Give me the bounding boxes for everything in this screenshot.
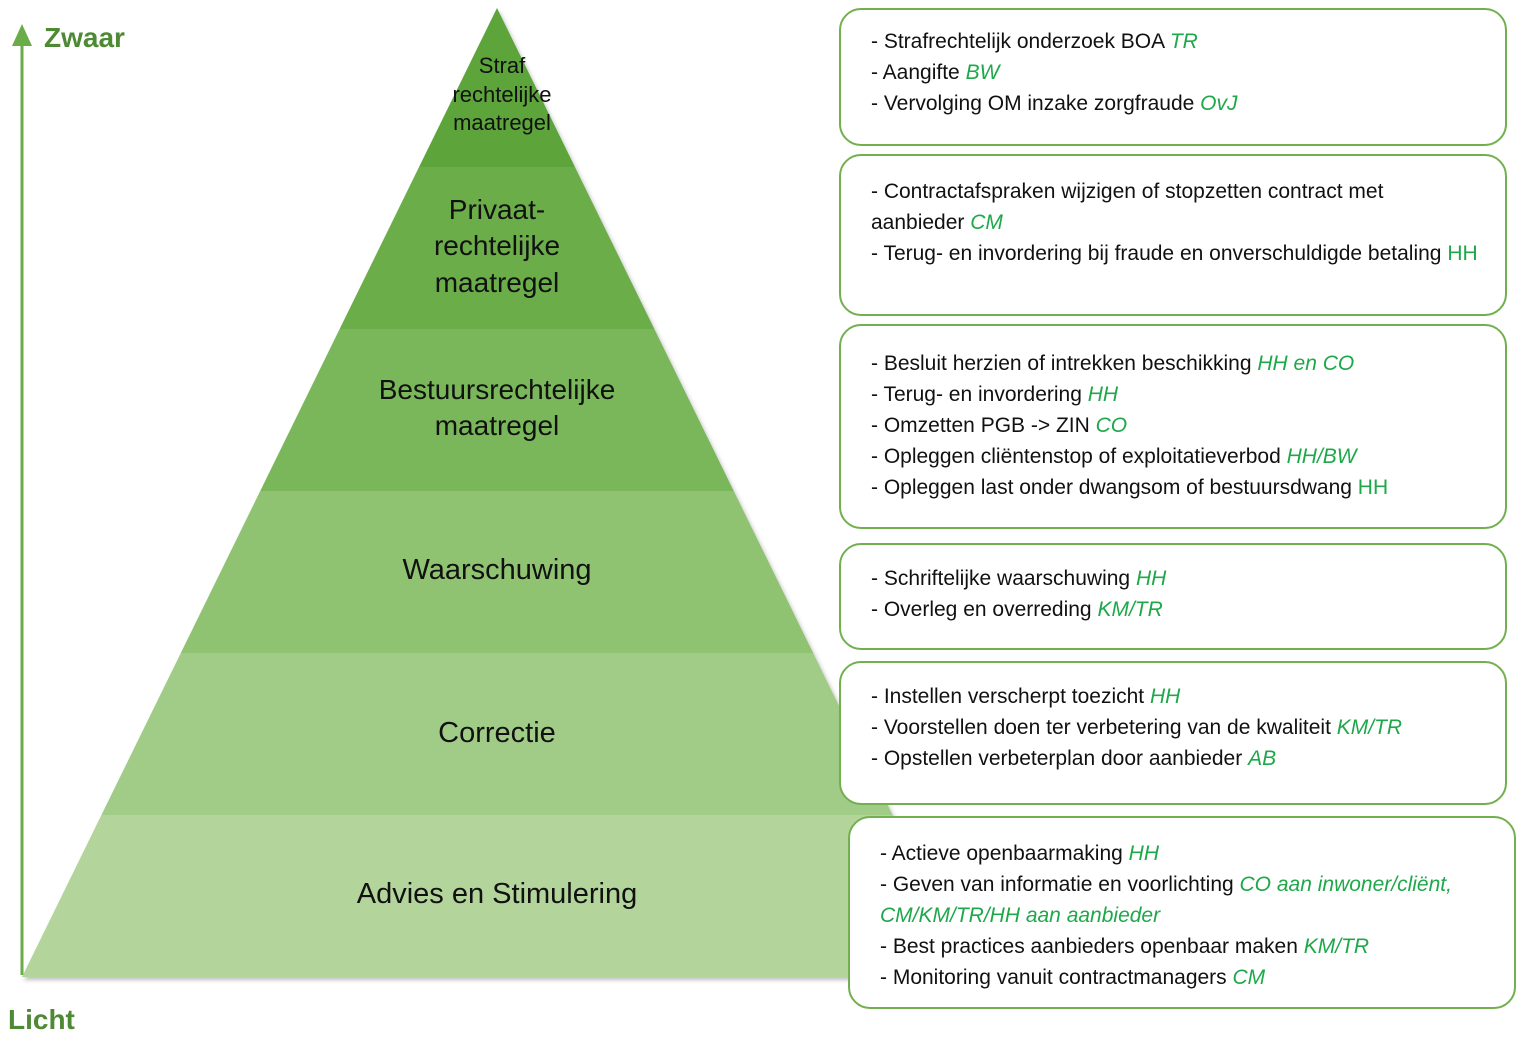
- tier-label-warning: Waarschuwing: [297, 552, 697, 590]
- responsible-party-tag: HH: [1357, 476, 1389, 499]
- responsible-party-tag: CM: [970, 211, 1003, 234]
- responsible-party-tag: KM/TR: [1303, 935, 1370, 958]
- measure-box-advice: - Actieve openbaarmaking HH- Geven van i…: [848, 816, 1516, 1009]
- responsible-party-tag: HH: [1135, 567, 1167, 590]
- responsible-party-tag: CM: [1232, 966, 1266, 989]
- measure-text: - Actieve openbaarmaking: [880, 842, 1129, 865]
- measure-text: - Terug- en invordering bij fraude en on…: [871, 242, 1448, 265]
- tier-label-criminal: Straf rechtelijke maatregel: [302, 52, 702, 138]
- responsible-party-tag: AB: [1248, 747, 1277, 770]
- measure-item: - Terug- en invordering bij fraude en on…: [871, 238, 1481, 269]
- measure-text: - Omzetten PGB -> ZIN: [871, 414, 1096, 437]
- measure-text: - Opstellen verbeterplan door aanbieder: [871, 747, 1249, 770]
- tier-label-administrative: Bestuursrechtelijke maatregel: [297, 372, 697, 445]
- measure-text: - Voorstellen doen ter verbetering van d…: [871, 716, 1337, 739]
- tier-label-line: maatregel: [453, 110, 551, 136]
- measure-box-warning: - Schriftelijke waarschuwing HH- Overleg…: [839, 543, 1507, 650]
- measure-item: - Actieve openbaarmaking HH: [880, 838, 1490, 869]
- measure-text: - Terug- en invordering: [871, 383, 1088, 406]
- tier-label-line: Waarschuwing: [402, 554, 592, 586]
- measure-item: - Voorstellen doen ter verbetering van d…: [871, 712, 1481, 743]
- tier-label-line: Correctie: [438, 717, 556, 749]
- tier-label-line: maatregel: [434, 410, 560, 442]
- responsible-party-tag: OvJ: [1200, 92, 1238, 115]
- measure-item: - Opleggen last onder dwangsom of bestuu…: [871, 472, 1481, 503]
- tier-label-line: Straf: [478, 53, 526, 78]
- measure-item: - Instellen verscherpt toezicht HH: [871, 681, 1481, 712]
- responsible-party-tag: KM/TR: [1097, 598, 1163, 621]
- measure-item: - Strafrechtelijk onderzoek BOA TR: [871, 26, 1481, 57]
- measure-item: - Aangifte BW: [871, 57, 1481, 88]
- responsible-party-tag: HH: [1149, 685, 1181, 708]
- tier-label-line: Bestuursrechtelijke: [378, 374, 616, 405]
- measure-text: - Contractafspraken wijzigen of stopzett…: [871, 180, 1384, 234]
- measure-box-private-law: - Contractafspraken wijzigen of stopzett…: [839, 154, 1507, 316]
- measure-text: - Besluit herzien of intrekken beschikki…: [871, 352, 1258, 375]
- measure-item: - Vervolging OM inzake zorgfraude OvJ: [871, 88, 1481, 119]
- measure-text: - Best practices aanbieders openbaar mak…: [880, 935, 1304, 958]
- responsible-party-tag: CO aan inwoner/cliënt, CM/KM/TR/HH aan a…: [880, 873, 1452, 927]
- tier-label-line: Privaat-: [448, 194, 546, 225]
- measure-text: - Vervolging OM inzake zorgfraude: [871, 92, 1201, 115]
- responsible-party-tag: HH: [1087, 383, 1119, 406]
- measure-item: - Schriftelijke waarschuwing HH: [871, 563, 1481, 594]
- responsible-party-tag: CO: [1095, 414, 1128, 437]
- tier-label-line: maatregel: [434, 266, 560, 298]
- responsible-party-tag: TR: [1169, 30, 1198, 53]
- tier-label-advice: Advies en Stimulering: [297, 876, 697, 914]
- tier-label-private-law: Privaat-rechtelijke maatregel: [297, 192, 697, 301]
- responsible-party-tag: KM/TR: [1336, 716, 1403, 739]
- measure-text: - Instellen verscherpt toezicht: [871, 685, 1150, 708]
- responsible-party-tag: HH: [1128, 842, 1159, 865]
- responsible-party-tag: BW: [965, 61, 1000, 84]
- responsible-party-tag: HH/BW: [1286, 445, 1357, 468]
- measure-item: - Terug- en invordering HH: [871, 379, 1481, 410]
- tier-label-correction: Correctie: [297, 715, 697, 753]
- measure-text: - Opleggen cliëntenstop of exploitatieve…: [871, 445, 1287, 468]
- axis-arrowhead: [12, 24, 32, 46]
- measure-item: - Besluit herzien of intrekken beschikki…: [871, 348, 1481, 379]
- measure-text: - Aangifte: [871, 61, 966, 84]
- measure-item: - Monitoring vanuit contractmanagers CM: [880, 962, 1490, 993]
- measure-text: - Strafrechtelijk onderzoek BOA: [871, 30, 1170, 53]
- measure-text: - Opleggen last onder dwangsom of bestuu…: [871, 476, 1358, 499]
- measure-box-administrative: - Besluit herzien of intrekken beschikki…: [839, 324, 1507, 529]
- measure-item: - Geven van informatie en voorlichting C…: [880, 869, 1490, 931]
- responsible-party-tag: HH en CO: [1257, 352, 1355, 375]
- measure-box-criminal: - Strafrechtelijk onderzoek BOA TR- Aang…: [839, 8, 1507, 146]
- measure-item: - Omzetten PGB -> ZIN CO: [871, 410, 1481, 441]
- tier-label-line: rechtelijke: [433, 230, 561, 262]
- pyramid-tier-correction: [101, 653, 893, 815]
- pyramid-tier-private-law: [339, 167, 655, 329]
- measure-item: - Opleggen cliëntenstop of exploitatieve…: [871, 441, 1481, 472]
- pyramid-tier-warning: [180, 491, 814, 653]
- measure-item: - Contractafspraken wijzigen of stopzett…: [871, 176, 1481, 238]
- tier-label-line: Advies en Stimulering: [356, 878, 638, 910]
- axis-label-light: Licht: [8, 1004, 75, 1035]
- responsible-party-tag: HH: [1447, 242, 1478, 265]
- measure-text: - Schriftelijke waarschuwing: [871, 567, 1136, 590]
- measure-text: - Geven van informatie en voorlichting: [880, 873, 1240, 896]
- measure-box-correction: - Instellen verscherpt toezicht HH - Voor…: [839, 661, 1507, 805]
- measure-item: - Best practices aanbieders openbaar mak…: [880, 931, 1490, 962]
- pyramid-tier-administrative: [260, 329, 734, 491]
- pyramid-tier-advice: [22, 815, 972, 977]
- measure-item: - Opstellen verbeterplan door aanbieder …: [871, 743, 1481, 774]
- measure-text: - Monitoring vanuit contractmanagers: [880, 966, 1233, 989]
- pyramid-tier-criminal: [419, 8, 575, 167]
- tier-label-line: rechtelijke: [452, 81, 552, 107]
- axis-label-heavy: Zwaar: [44, 22, 125, 53]
- measure-text: - Overleg en overreding: [871, 598, 1098, 621]
- measure-item: - Overleg en overreding KM/TR: [871, 594, 1481, 625]
